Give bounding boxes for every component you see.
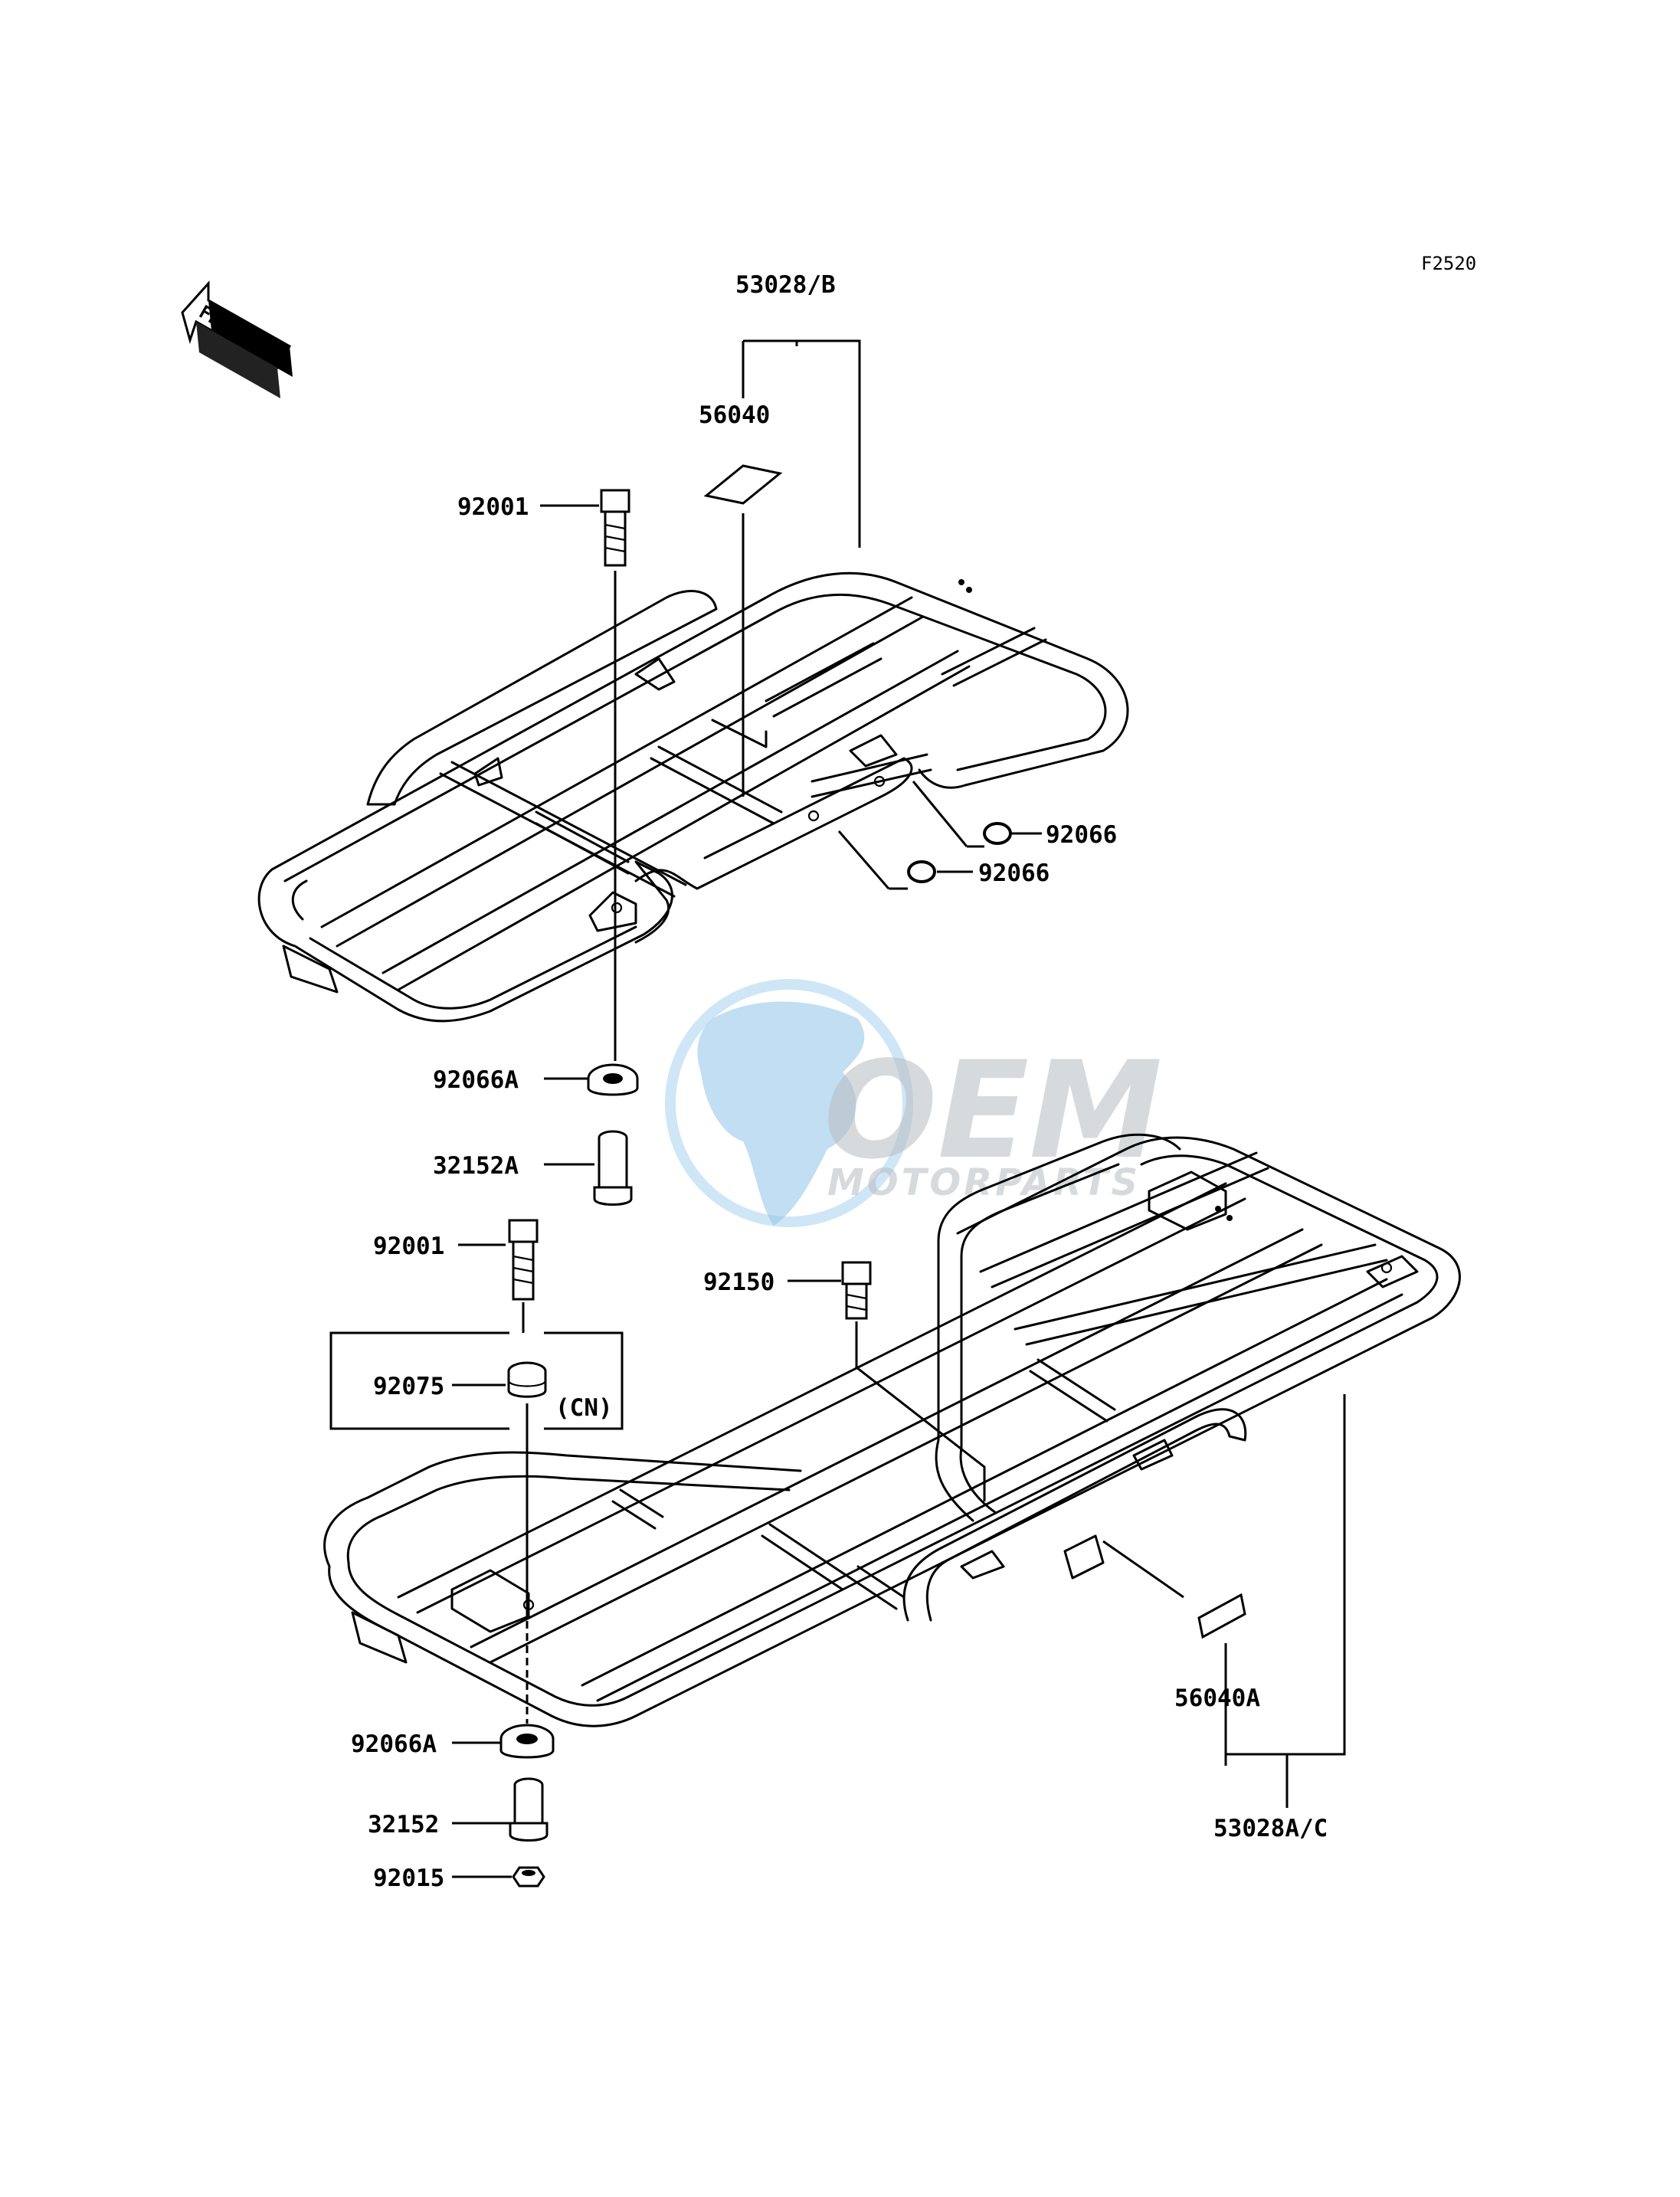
watermark-brand: OEM [824,1033,1162,1189]
top-grommet-92066A [587,1063,639,1096]
label-bottom-92066A: 92066A [351,1730,437,1758]
top-bolt-92001 [600,489,630,567]
label-92150: 92150 [703,1269,775,1296]
top-ring-92066-2 [907,860,936,883]
front-arrow-icon: FRONT [181,280,293,398]
watermark-globe-continents [697,1001,865,1226]
bottom-rack-drawing [323,1133,1461,1727]
watermark-tagline: MOTORPARTS [827,1161,1141,1204]
bushing-callout-box [329,1331,624,1430]
callout-labels: 53028/B 56040 92001 92066 92066 92066A 3… [351,271,1328,1892]
label-92066-1: 92066 [1046,821,1117,849]
bottom-grommet-92066A [499,1724,555,1759]
label-32152: 32152 [368,1811,439,1838]
bottom-nut-92015 [512,1866,545,1888]
top-leaders [540,339,1042,1166]
top-rack-drawing [257,571,1129,1023]
bottom-bolt-92001 [508,1219,539,1301]
label-56040: 56040 [699,401,770,429]
bottom-decal-56040A [1197,1593,1246,1639]
bottom-side-bolt-92150 [841,1261,872,1320]
label-92066-2: 92066 [978,859,1050,887]
top-collar-32152A [593,1130,633,1206]
label-53028-b: 53028/B [735,271,836,299]
top-ring-92066-1 [983,822,1012,845]
label-32152A: 32152A [433,1152,519,1180]
label-53028A-C: 53028A/C [1213,1815,1328,1842]
bottom-collar-32152 [509,1777,549,1842]
bottom-bushing-92075 [507,1361,547,1398]
watermark-globe-ring [665,979,913,1227]
label-bottom-92001: 92001 [373,1233,444,1260]
label-top-92066A: 92066A [433,1066,519,1094]
label-92075: 92075 [373,1373,444,1400]
label-92015: 92015 [373,1865,444,1892]
label-cn: (CN) [555,1394,613,1422]
label-56040A: 56040A [1174,1685,1260,1712]
top-decal-56040 [703,464,783,505]
label-top-92001: 92001 [457,493,529,521]
diagram-code: F2520 [1421,253,1476,274]
bottom-leaders [452,1243,1346,1878]
watermark: OEM MOTORPARTS [665,979,1162,1227]
